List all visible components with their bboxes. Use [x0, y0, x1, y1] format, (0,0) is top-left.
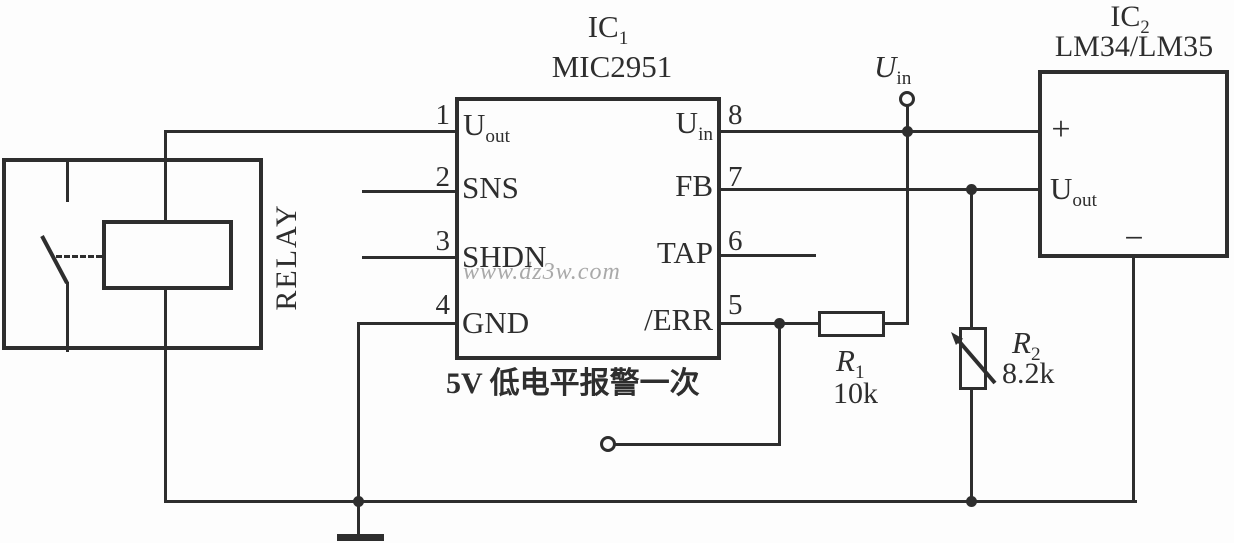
- ic1-box: [455, 97, 721, 360]
- r2-value-label: 8.2k: [1002, 357, 1055, 390]
- ic1-pin8-number: 8: [728, 99, 743, 131]
- ground-symbol-bar: [337, 534, 384, 541]
- ic1-pin-label-shdn: SHDN: [462, 239, 547, 274]
- ic2-pin-label-minus: −: [1124, 220, 1144, 257]
- junction-uin: [902, 126, 913, 137]
- relay-label: RELAY: [270, 203, 303, 311]
- ic1-pin-label-gnd: GND: [462, 305, 530, 340]
- ic2-box: [1038, 70, 1229, 258]
- wire-relay-coil-bottom: [164, 288, 167, 503]
- r1-ref-label: R1: [836, 343, 865, 384]
- ic1-pin-label-fb: FB: [675, 168, 713, 203]
- ic1-part-label: MIC2951: [551, 49, 673, 84]
- ic1-pin1-number: 1: [435, 99, 451, 131]
- junction-rail-gnd: [353, 496, 364, 507]
- wire-bottom-rail: [164, 500, 1137, 503]
- wire-pin2-stub: [362, 190, 455, 193]
- wire-pin5-err: [721, 322, 818, 325]
- ic1-caption: 5V 低电平报警一次: [446, 367, 700, 400]
- ic2-pin-label-uout: Uout: [1050, 171, 1097, 212]
- terminal-err-circle: [600, 436, 616, 452]
- ic2-pin-label-plus: +: [1051, 111, 1071, 148]
- ic1-pin-label-tap: TAP: [656, 235, 713, 270]
- r1-value-label: 10k: [833, 377, 878, 410]
- wire-ic2-minus-down: [1132, 258, 1135, 503]
- wire-r1-right: [885, 322, 909, 325]
- junction-fb-r2: [966, 184, 977, 195]
- ic1-pin2-number: 2: [435, 161, 451, 193]
- ic1-pin3-number: 3: [435, 225, 451, 257]
- relay-switch-dashed-link: [56, 255, 102, 258]
- wire-r2-top: [970, 188, 973, 327]
- ic2-ref-label: IC2: [1110, 0, 1150, 38]
- wire-pin6-stub: [721, 254, 816, 257]
- ic2-part-label: LM34/LM35: [1054, 30, 1214, 63]
- ic1-pin6-number: 6: [728, 225, 743, 257]
- terminal-uin-circle: [899, 91, 915, 107]
- supply-uin-label: Uin: [874, 49, 912, 90]
- junction-err: [774, 318, 785, 329]
- relay-coil-box: [102, 220, 233, 290]
- junction-rail-r2: [966, 496, 977, 507]
- relay-outer-box: [2, 158, 263, 350]
- ic1-pin7-number: 7: [728, 161, 743, 193]
- ic1-pin-label-err: /ERR: [644, 302, 713, 337]
- ic1-pin-label-uin: Uin: [675, 105, 713, 146]
- wire-err-down: [778, 322, 781, 446]
- wire-pin7-fb: [721, 188, 1038, 191]
- wire-gnd-symbol-stem: [357, 500, 360, 536]
- wire-err-terminal: [613, 443, 781, 446]
- wire-pin8-uin: [721, 130, 1038, 133]
- wire-r2-bottom: [970, 388, 973, 502]
- wire-switch-lower: [66, 282, 69, 352]
- wire-uin-down: [906, 106, 909, 324]
- ic1-watermark: www.dz3w.com: [463, 259, 621, 285]
- ic1-pin-label-uout: Uout: [463, 107, 510, 148]
- r2-ref-label: R2: [1012, 325, 1041, 366]
- ic1-pin-label-sns: SNS: [462, 170, 519, 205]
- ic1-pin5-number: 5: [728, 289, 743, 321]
- ic1-pin4-number: 4: [435, 289, 451, 321]
- wire-pin1-uout: [164, 130, 455, 133]
- wire-gnd-down: [357, 322, 360, 503]
- wire-relay-coil-top: [164, 130, 167, 222]
- wire-switch-stub: [66, 158, 69, 202]
- wire-pin4-gnd: [358, 322, 455, 325]
- ic1-ref-label: IC1: [587, 9, 629, 50]
- resistor-r1-body: [818, 311, 885, 337]
- resistor-r2-body: [959, 327, 987, 390]
- wire-pin3-stub: [362, 256, 455, 259]
